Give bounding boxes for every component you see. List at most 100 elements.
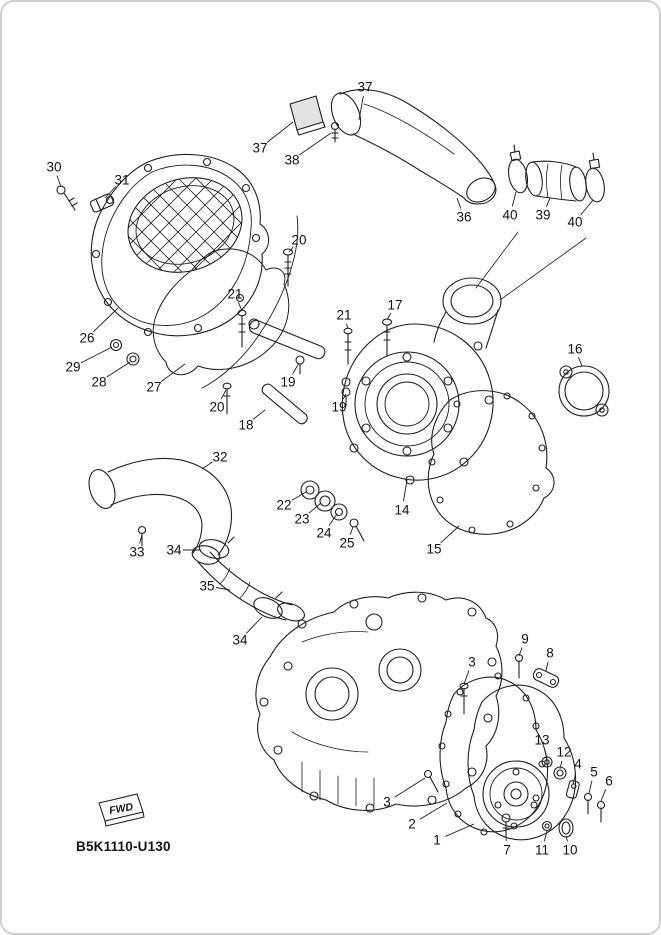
- right-crankcase-cover-part-1: [467, 684, 577, 841]
- leader-line-16: [577, 357, 583, 367]
- bolt-part-21-left: [237, 309, 247, 348]
- o-ring-part-11: [541, 820, 553, 832]
- callout-1: 1: [433, 832, 441, 848]
- leader-line-23: [308, 502, 322, 514]
- callout-9: 9: [521, 631, 529, 647]
- callout-21: 21: [336, 307, 352, 323]
- leader-line-21: [237, 302, 243, 312]
- collar-part-31: [89, 193, 115, 213]
- leader-line-37: [266, 121, 294, 143]
- callout-8: 8: [546, 645, 554, 661]
- gasket-part-15: [427, 390, 555, 535]
- callout-6: 6: [605, 773, 613, 789]
- leader-line-13: [543, 748, 548, 759]
- callout-23: 23: [294, 511, 310, 527]
- hose-clamp-part-40-left: [507, 144, 529, 194]
- o-ring-part-12: [553, 766, 567, 780]
- air-duct-part-36: [330, 89, 497, 205]
- callout-3: 3: [383, 794, 391, 810]
- leader-line-20: [288, 246, 294, 253]
- leader-line-34: [245, 616, 263, 634]
- leader-line-30: [56, 175, 62, 188]
- leader-line-29: [80, 346, 113, 364]
- callout-39: 39: [535, 207, 551, 223]
- callout-26: 26: [79, 330, 95, 346]
- callout-14: 14: [394, 502, 410, 518]
- leader-line-19: [342, 393, 347, 400]
- callout-27: 27: [146, 379, 162, 395]
- bolt-part-9: [514, 653, 524, 679]
- leader-line-24: [328, 513, 338, 526]
- leader-line-4: [572, 772, 577, 785]
- callout-19: 19: [331, 399, 347, 415]
- gasket-part-2: [438, 672, 549, 836]
- bolt-part-7: [501, 813, 511, 839]
- screw-part-38: [330, 121, 340, 143]
- seal-part-23: [314, 490, 336, 512]
- callout-21: 21: [227, 286, 243, 302]
- leader-line-11: [543, 830, 548, 842]
- callout-15: 15: [426, 541, 442, 557]
- plate-part-4: [565, 780, 580, 799]
- leader-line-27: [160, 363, 186, 382]
- callout-30: 30: [46, 159, 62, 175]
- leader-line-39: [545, 197, 551, 207]
- hose-clamp-part-40-right: [585, 152, 605, 203]
- callout-37: 37: [252, 140, 268, 156]
- bolt-part-20-lower: [222, 382, 232, 415]
- rubber-pad-part: [289, 95, 326, 136]
- callout-7: 7: [503, 842, 511, 858]
- leader-line-21: [346, 323, 349, 330]
- callout-20: 20: [291, 232, 307, 248]
- hose-clamp-part-34-lower: [253, 591, 283, 619]
- callout-35: 35: [199, 578, 215, 594]
- diagram-code: B5K1110-U130: [76, 839, 171, 854]
- callout-13: 13: [534, 732, 550, 748]
- washer-part-24: [330, 503, 348, 521]
- callout-38: 38: [284, 152, 300, 168]
- leader-line-8: [545, 661, 549, 672]
- bolt-part-6: [596, 800, 606, 823]
- leader-line-32: [201, 461, 213, 470]
- callout-11: 11: [534, 842, 550, 858]
- leader-line-15: [440, 525, 460, 544]
- leader-line-14: [403, 479, 408, 502]
- callout-22: 22: [276, 497, 292, 513]
- leader-line-18: [252, 409, 266, 420]
- gasket-part-16: [558, 365, 610, 417]
- callout-36: 36: [456, 209, 472, 225]
- leader-line-28: [106, 361, 131, 378]
- gasket-part-27: [152, 215, 299, 389]
- bracket-part-18: [248, 318, 326, 425]
- leader-line-40: [580, 199, 594, 216]
- nut-part-29: [109, 338, 123, 352]
- bolt-part-3-lower: [423, 769, 439, 793]
- bolt-part-5: [583, 792, 593, 815]
- callout-37: 37: [357, 79, 373, 95]
- callout-33: 33: [129, 544, 145, 560]
- hose-part-35: [197, 551, 305, 622]
- crankcase-cover-part-14: [341, 277, 502, 485]
- callout-3: 3: [468, 654, 476, 670]
- leader-line-6: [600, 789, 607, 802]
- bracket-part-8: [532, 668, 560, 688]
- callout-12: 12: [556, 744, 572, 760]
- leader-line-35: [215, 587, 231, 591]
- leader-line-25: [349, 526, 354, 535]
- callout-40: 40: [502, 207, 518, 223]
- leader-line-36: [456, 197, 462, 209]
- callout-2: 2: [408, 816, 416, 832]
- leader-line-3: [394, 777, 426, 798]
- leader-line-1: [445, 823, 475, 837]
- callout-16: 16: [567, 341, 583, 357]
- callout-25: 25: [339, 535, 355, 551]
- leader-line-22: [291, 491, 307, 501]
- leader-line-38: [299, 132, 332, 156]
- callout-29: 29: [65, 359, 81, 375]
- callout-34: 34: [166, 542, 182, 558]
- leader-line-17: [386, 312, 392, 321]
- pin-part-19-left: [295, 355, 305, 375]
- pin-part-19-right: [341, 387, 351, 407]
